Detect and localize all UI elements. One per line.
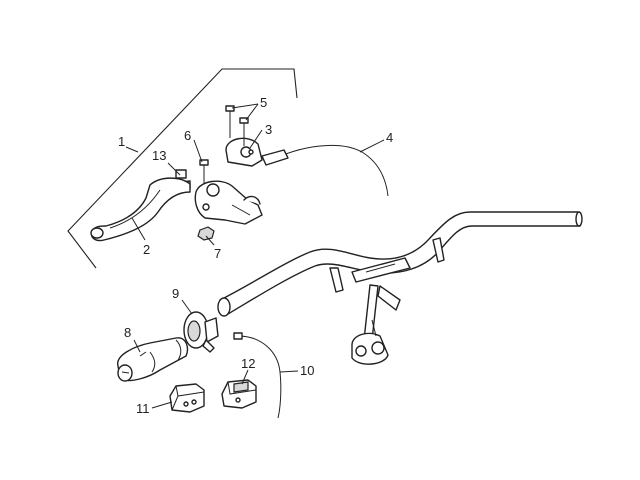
cable: [267, 144, 389, 197]
callout-11: 11: [136, 401, 150, 416]
switch-left: [169, 383, 205, 413]
clamp-cap: [225, 137, 263, 167]
handlebar: [217, 211, 583, 365]
callout-9: 9: [172, 286, 179, 301]
callout-5: 5: [260, 95, 267, 110]
callout-1: 1: [118, 134, 125, 149]
callout-12: 12: [241, 356, 255, 371]
callout-2: 2: [143, 242, 150, 257]
callout-7: 7: [214, 246, 221, 261]
cap-bolts: [225, 105, 249, 146]
callout-6: 6: [184, 128, 191, 143]
throttle-housing: [183, 311, 219, 353]
cable-end: [261, 149, 289, 166]
leader-lines: [125, 103, 385, 409]
lever: [90, 177, 191, 242]
callout-13: 13: [152, 148, 166, 163]
nut: [197, 226, 215, 241]
callout-10: 10: [300, 363, 314, 378]
callout-8: 8: [124, 325, 131, 340]
switch-wire: [233, 332, 282, 419]
switch-right: [221, 379, 257, 409]
lever-perch: [194, 180, 263, 225]
callout-4: 4: [386, 130, 393, 145]
callout-3: 3: [265, 122, 272, 137]
throttle-grip: [117, 337, 189, 382]
assembly-bracket: [67, 68, 298, 269]
